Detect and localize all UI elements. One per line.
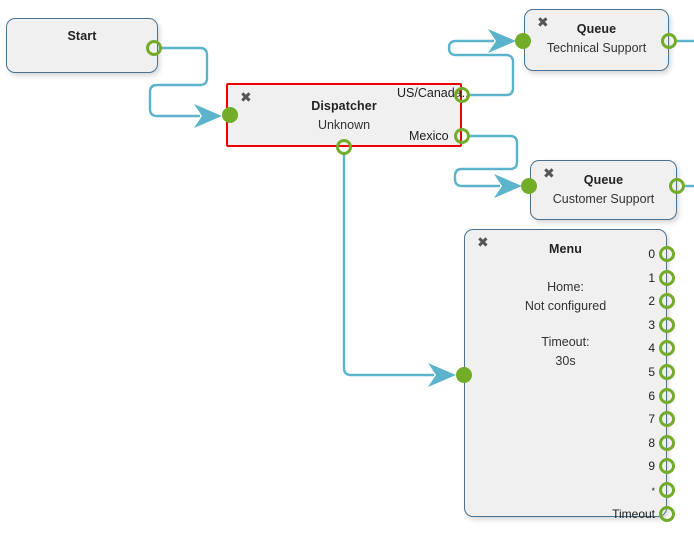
port-menu-output-3[interactable] [659, 316, 675, 333]
port-queue-technical-input[interactable] [515, 33, 531, 49]
port-queue-customer-input[interactable] [521, 178, 537, 194]
arrowhead-queue-tech-in [488, 29, 516, 53]
port-menu-output-0[interactable] [659, 246, 675, 262]
menu-timeout-label: Timeout: [541, 335, 590, 349]
port-queue-technical-output[interactable] [661, 33, 677, 49]
node-queue-customer-support[interactable]: ✖ Queue Customer Support [530, 160, 677, 220]
node-menu-body: Home: Not configured Timeout: 30s [465, 278, 666, 371]
branch-label-mexico: Mexico [409, 129, 449, 143]
port-menu-input[interactable] [456, 367, 472, 383]
close-icon[interactable]: ✖ [537, 15, 549, 31]
port-menu-output-4[interactable] [659, 340, 675, 357]
port-menu-output-9[interactable] [659, 458, 675, 475]
port-menu-output-2[interactable] [659, 293, 675, 310]
arrowhead-dispatcher-in [194, 104, 222, 128]
node-queue-technical-title: Queue [576, 22, 617, 36]
port-queue-customer-output[interactable] [669, 178, 685, 194]
menu-home-label: Home: [547, 280, 584, 294]
node-dispatcher-title: Dispatcher [311, 99, 377, 113]
port-start-output[interactable] [146, 40, 162, 56]
node-queue-customer-title: Queue [583, 173, 624, 187]
port-menu-output-5[interactable] [659, 364, 675, 380]
port-menu-label-*: * [651, 486, 655, 496]
port-menu-output-7[interactable] [659, 411, 675, 428]
port-menu-output-8[interactable] [659, 434, 675, 451]
menu-timeout-value: 30s [555, 354, 576, 368]
port-menu-label-2: 2 [648, 294, 655, 309]
port-dispatcher-out-us-canada[interactable] [454, 87, 470, 103]
node-start-title: Start [67, 29, 97, 43]
port-menu-output-timeout[interactable] [659, 505, 675, 522]
wire-start-to-dispatcher [148, 46, 209, 118]
port-dispatcher-input[interactable] [222, 107, 238, 123]
port-menu-output-*[interactable] [659, 482, 675, 498]
port-menu-label-5: 5 [648, 365, 655, 379]
port-dispatcher-out-bottom[interactable] [336, 139, 352, 155]
port-menu-output-6[interactable] [659, 387, 675, 404]
port-menu-label-0: 0 [648, 247, 655, 261]
port-menu-label-3: 3 [648, 317, 655, 332]
port-menu-label-timeout: Timeout [612, 506, 655, 521]
port-menu-label-1: 1 [648, 270, 655, 285]
port-menu-output-1[interactable] [659, 269, 675, 286]
arrowhead-queue-cust-in [494, 174, 522, 198]
close-icon[interactable]: ✖ [240, 90, 252, 106]
arrowhead-menu-in [428, 363, 456, 387]
node-menu-title: Menu [548, 242, 583, 256]
port-menu-label-6: 6 [648, 388, 655, 403]
node-queue-technical-subtitle: Technical Support [546, 41, 647, 55]
port-dispatcher-out-mexico[interactable] [454, 128, 470, 144]
close-icon[interactable]: ✖ [477, 235, 489, 251]
close-icon[interactable]: ✖ [543, 166, 555, 182]
node-queue-technical-support[interactable]: ✖ Queue Technical Support [524, 9, 669, 71]
port-menu-label-9: 9 [648, 459, 655, 474]
menu-home-value: Not configured [524, 299, 607, 313]
wire-dispatcher-to-menu [342, 154, 434, 377]
menu-spacer [465, 316, 666, 333]
node-dispatcher-subtitle: Unknown [317, 118, 371, 132]
node-queue-customer-subtitle: Customer Support [552, 192, 655, 206]
port-menu-label-8: 8 [648, 435, 655, 450]
port-menu-label-7: 7 [648, 412, 655, 427]
node-menu[interactable]: ✖ Menu Home: Not configured Timeout: 30s [464, 229, 667, 517]
node-start[interactable]: Start [6, 18, 158, 73]
port-menu-label-4: 4 [648, 341, 655, 356]
